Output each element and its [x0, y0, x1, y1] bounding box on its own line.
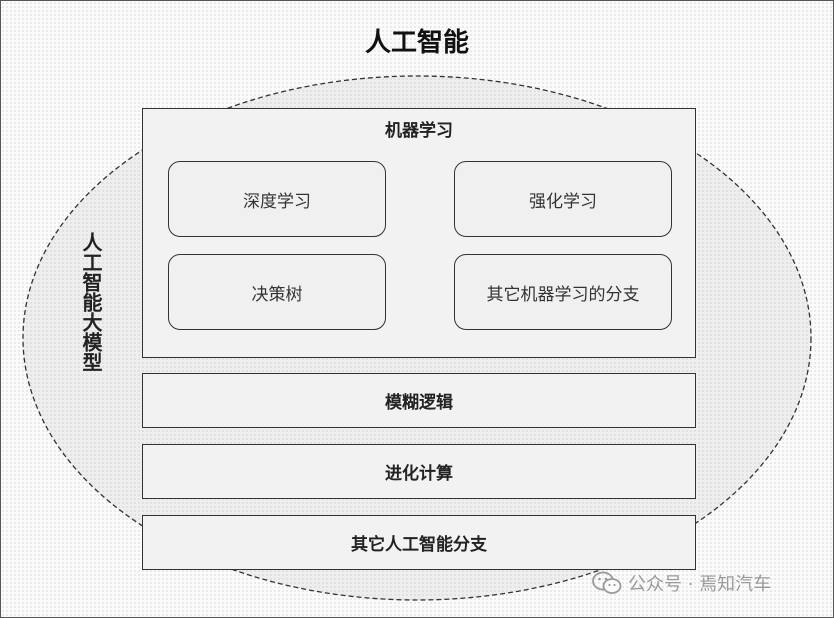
deep-learning-box: 深度学习	[168, 161, 386, 237]
watermark: 公众号 · 焉知汽车	[592, 570, 771, 596]
decision-tree-box: 决策树	[168, 254, 386, 330]
machine-learning-box: 机器学习 深度学习 强化学习 决策树 其它机器学习的分支	[142, 108, 696, 358]
reinforcement-learning-box: 强化学习	[454, 161, 672, 237]
watermark-text: 公众号 · 焉知汽车	[628, 574, 772, 595]
big-model-label: 人工智能大模型	[79, 232, 103, 372]
other-ml-branches-box: 其它机器学习的分支	[454, 254, 672, 330]
wechat-icon	[592, 571, 622, 594]
fuzzy-logic-box: 模糊逻辑	[142, 373, 696, 428]
other-ai-branches-box: 其它人工智能分支	[142, 515, 696, 570]
diagram-title: 人工智能	[364, 28, 469, 58]
machine-learning-title: 机器学习	[385, 121, 453, 141]
evolutionary-computation-box: 进化计算	[142, 444, 696, 499]
